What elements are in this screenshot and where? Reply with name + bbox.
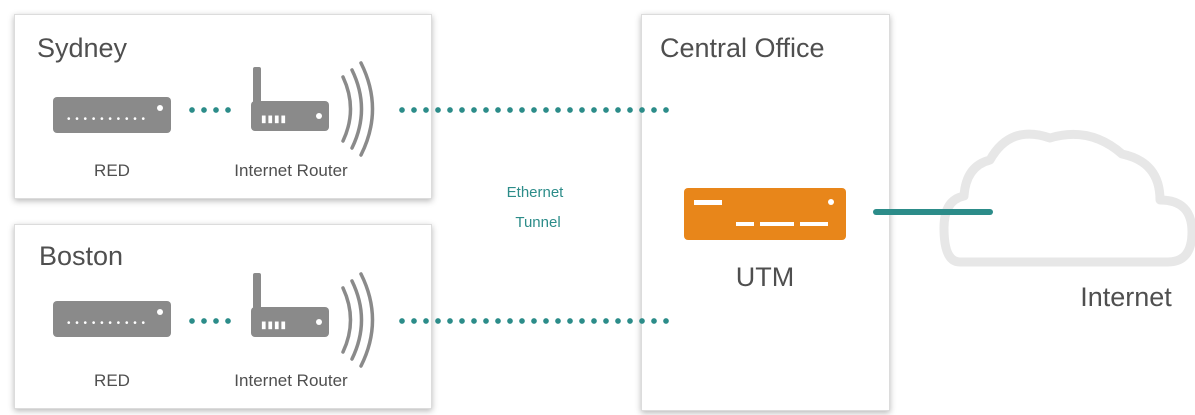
boston-title: Boston	[39, 241, 124, 271]
utm-device-icon	[684, 188, 846, 240]
tunnel-label-line2: Tunnel	[515, 214, 561, 231]
boston-router-label: Internet Router	[234, 371, 348, 390]
boston-site-panel: Boston • • • • • • • • • • RED ▮▮▮▮ Inte…	[14, 224, 432, 409]
boston-red-device-icon: • • • • • • • • • •	[53, 301, 171, 337]
boston-red-router-link	[186, 318, 234, 324]
utm-label: UTM	[735, 262, 795, 292]
sydney-title: Sydney	[37, 33, 128, 63]
central-office-title: Central Office	[660, 33, 825, 63]
internet-link	[873, 209, 993, 215]
sydney-tunnel-link	[396, 107, 672, 113]
internet-label: Internet	[1080, 282, 1172, 312]
sydney-red-label: RED	[94, 161, 130, 180]
boston-red-label: RED	[94, 371, 130, 390]
sydney-red-device-icon: • • • • • • • • • •	[53, 97, 171, 133]
cloud-icon	[939, 129, 1195, 267]
sydney-router-label: Internet Router	[234, 161, 348, 180]
tunnel-label-line1: Ethernet	[506, 184, 564, 201]
sydney-red-router-link	[186, 107, 234, 113]
boston-tunnel-link	[396, 318, 672, 324]
